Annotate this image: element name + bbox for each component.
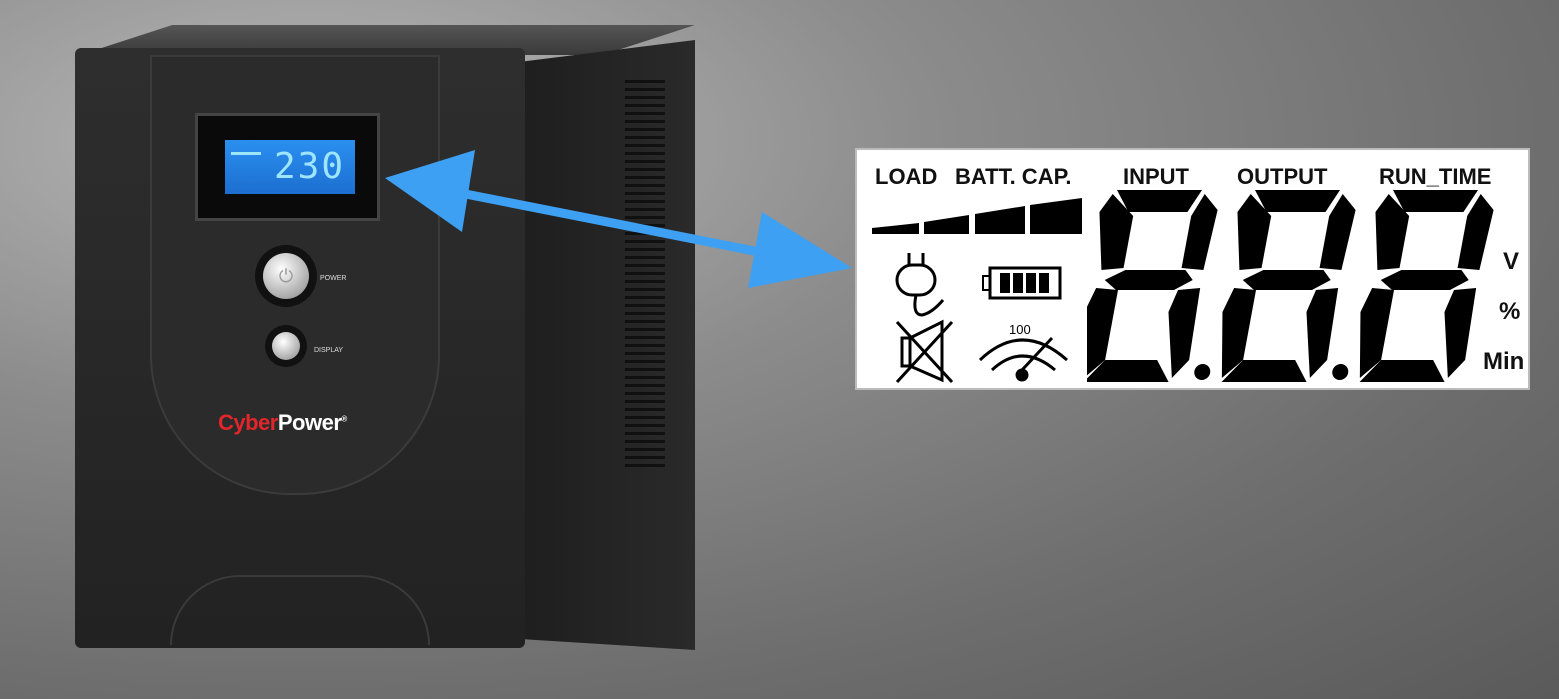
unit-minutes: Min xyxy=(1483,348,1525,375)
header-load: LOAD xyxy=(875,164,938,189)
lcd-load-bar xyxy=(231,152,261,155)
segment xyxy=(1117,190,1202,212)
segment xyxy=(1087,360,1169,382)
ac-plug-icon xyxy=(895,253,945,317)
segment xyxy=(1457,194,1494,270)
brand-logo: CyberPower® xyxy=(218,410,347,435)
segment xyxy=(1221,288,1257,378)
segment xyxy=(1380,270,1469,290)
segment xyxy=(1221,360,1307,382)
header-output: OUTPUT xyxy=(1237,164,1328,189)
segment xyxy=(1104,270,1193,290)
seven-segment-display xyxy=(1087,190,1494,382)
digit-3 xyxy=(1359,190,1494,382)
svg-text:100: 100 xyxy=(1009,322,1031,337)
overload-gauge-icon: 100 xyxy=(978,322,1068,382)
arrow-head-right xyxy=(748,212,852,288)
segment xyxy=(1168,288,1201,378)
segment xyxy=(1359,288,1395,378)
load-bar-icon xyxy=(872,198,1082,234)
power-icon: ⏻ xyxy=(263,253,309,299)
ups-lcd-screen: 230 xyxy=(225,140,355,194)
status-icons: 100 xyxy=(872,198,1082,384)
segment xyxy=(1319,194,1356,270)
lcd-value: 230 xyxy=(273,146,345,187)
segment xyxy=(1242,270,1331,290)
segment xyxy=(1359,360,1445,382)
header-run-time: RUN_TIME xyxy=(1379,164,1492,189)
display-label: DISPLAY xyxy=(314,347,344,354)
segment xyxy=(1181,194,1218,270)
display-button[interactable] xyxy=(265,325,307,367)
segment xyxy=(1306,288,1339,378)
arrow-head-left xyxy=(385,150,475,232)
ventilation-grille xyxy=(625,80,665,470)
unit-volts: V xyxy=(1503,248,1520,275)
header-input: INPUT xyxy=(1123,164,1189,189)
segment xyxy=(1393,190,1478,212)
digit-1 xyxy=(1087,190,1218,382)
decimal-point xyxy=(1194,364,1211,380)
battery-icon xyxy=(982,266,1062,300)
segment xyxy=(1237,194,1272,270)
segment xyxy=(1444,288,1477,378)
header-batt-cap: BATT. CAP. xyxy=(955,164,1072,189)
power-label: POWER xyxy=(320,275,347,282)
power-button[interactable]: ⏻ xyxy=(255,245,317,307)
segment xyxy=(1375,194,1410,270)
decimal-point xyxy=(1332,364,1349,380)
unit-percent: % xyxy=(1499,298,1521,325)
segment xyxy=(1087,288,1119,378)
lcd-legend-panel: LOAD BATT. CAP. INPUT OUTPUT RUN_TIME 10… xyxy=(855,148,1530,390)
mute-speaker-icon xyxy=(895,319,954,384)
segment xyxy=(1099,194,1134,270)
segment xyxy=(1255,190,1340,212)
digit-2 xyxy=(1221,190,1356,382)
